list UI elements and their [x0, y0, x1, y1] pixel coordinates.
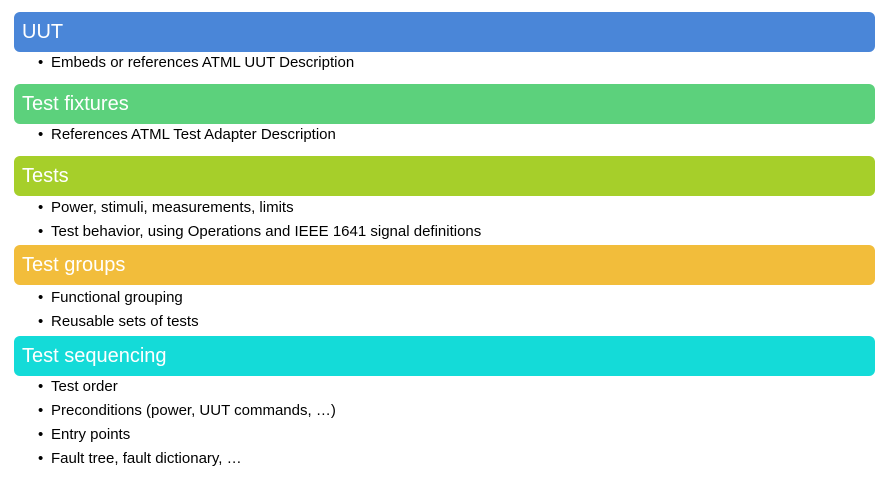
bullet-glyph: • — [38, 378, 44, 395]
section-title: Test sequencing — [22, 345, 167, 367]
bullet-list-test-fixtures: • References ATML Test Adapter Descriptio… — [38, 123, 336, 147]
bullet-glyph: • — [38, 289, 44, 306]
bullet-text: Entry points — [51, 426, 131, 443]
bullet-glyph: • — [38, 402, 44, 419]
bullet-glyph: • — [38, 426, 44, 443]
bullet-text: References ATML Test Adapter Description — [51, 126, 336, 143]
bullet-glyph: • — [38, 199, 44, 216]
bullet-text: Fault tree, fault dictionary, … — [51, 450, 242, 467]
bullet-item: • Fault tree, fault dictionary, … — [38, 447, 336, 471]
bullet-item: • Test behavior, using Operations and IEE… — [38, 220, 481, 244]
bullet-text: Preconditions (power, UUT commands, …) — [51, 402, 336, 419]
bullet-text: Functional grouping — [51, 289, 183, 306]
bullet-list-uut: • Embeds or references ATML UUT Descripti… — [38, 51, 354, 75]
bullet-item: • Power, stimuli, measurements, limits — [38, 196, 481, 220]
section-title: UUT — [22, 21, 64, 43]
bullet-text: Embeds or references ATML UUT Descriptio… — [51, 54, 355, 71]
section-header-test-groups: Test groups — [14, 245, 875, 285]
bullet-item: • Functional grouping — [38, 286, 199, 310]
bullet-item: • Entry points — [38, 423, 336, 447]
bullet-item: • Preconditions (power, UUT commands, …) — [38, 399, 336, 423]
section-header-tests: Tests — [14, 156, 875, 196]
section-title: Test fixtures — [22, 93, 129, 115]
bullet-glyph: • — [38, 450, 44, 467]
bullet-item: • Embeds or references ATML UUT Descripti… — [38, 51, 354, 75]
bullet-list-tests: • Power, stimuli, measurements, limits • T… — [38, 196, 481, 244]
bullet-item: • Reusable sets of tests — [38, 310, 199, 334]
bullet-item: • Test order — [38, 375, 336, 399]
bullet-text: Test behavior, using Operations and IEEE… — [51, 223, 482, 240]
bullet-text: Power, stimuli, measurements, limits — [51, 199, 294, 216]
bullet-item: • References ATML Test Adapter Descriptio… — [38, 123, 336, 147]
bullet-text: Reusable sets of tests — [51, 313, 199, 330]
bullet-glyph: • — [38, 54, 44, 71]
bullet-glyph: • — [38, 223, 44, 240]
bullet-text: Test order — [51, 378, 118, 395]
bullet-list-test-sequencing: • Test order • Preconditions (power, UUT c… — [38, 375, 336, 471]
section-header-test-fixtures: Test fixtures — [14, 84, 875, 124]
section-header-uut: UUT — [14, 12, 875, 52]
section-title: Test groups — [22, 254, 126, 276]
section-title: Tests — [22, 165, 69, 187]
bullet-glyph: • — [38, 313, 44, 330]
bullet-list-test-groups: • Functional grouping • Reusable sets of t… — [38, 286, 199, 334]
section-header-test-sequencing: Test sequencing — [14, 336, 875, 376]
bullet-glyph: • — [38, 126, 44, 143]
